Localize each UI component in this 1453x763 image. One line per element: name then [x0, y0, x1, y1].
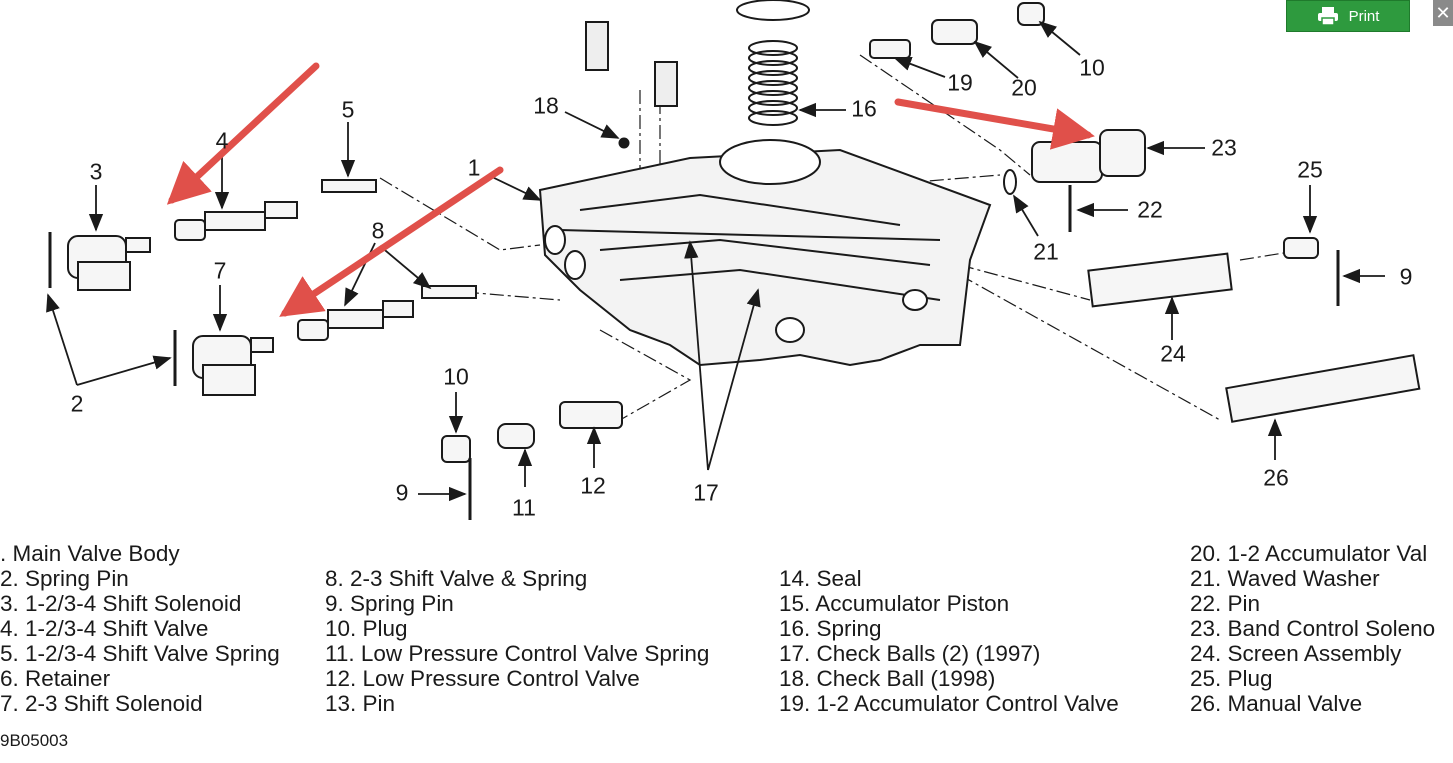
- close-button[interactable]: ✕: [1433, 0, 1453, 26]
- legend-item: 5. 1-2/3-4 Shift Valve Spring: [0, 641, 280, 666]
- legend-item: 13. Pin: [325, 691, 396, 716]
- shift-solenoid-2-3: [192, 335, 274, 396]
- legend-item: 25. Plug: [1190, 666, 1273, 691]
- legend-item: 10. Plug: [325, 616, 408, 641]
- legend-column-4: 20. 1-2 Accumulator Val 21. Waved Washer…: [1190, 541, 1453, 716]
- legend-item: 7. 2-3 Shift Solenoid: [0, 691, 203, 716]
- legend-column-3: 14. Seal 15. Accumulator Piston 16. Spri…: [779, 566, 1119, 716]
- callout-label: 25: [1297, 156, 1323, 183]
- print-button[interactable]: Print: [1286, 0, 1410, 32]
- print-label: Print: [1348, 7, 1380, 25]
- callout-label: 16: [851, 95, 877, 122]
- callout-label: 8: [371, 217, 385, 244]
- close-icon: ✕: [1435, 2, 1451, 23]
- callout-label: 10: [443, 363, 469, 390]
- callout-label: 5: [341, 96, 355, 123]
- legend-item: 2. Spring Pin: [0, 566, 129, 591]
- red-annotation-arrows: [166, 62, 1095, 317]
- legend-item: 21. Waved Washer: [1190, 566, 1380, 591]
- legend-item: 20. 1-2 Accumulator Val: [1190, 541, 1428, 566]
- valve-body-exploded-diagram: [46, 0, 1421, 520]
- legend-item: 24. Screen Assembly: [1190, 641, 1402, 666]
- callout-label: 9: [1399, 263, 1413, 290]
- legend-column-2: 8. 2-3 Shift Valve & Spring 9. Spring Pi…: [325, 566, 709, 716]
- callout-label: 26: [1263, 464, 1289, 491]
- main-valve-body: [538, 139, 992, 367]
- spring-pins: [48, 137, 1340, 520]
- legend-item: 9. Spring Pin: [325, 591, 454, 616]
- callout-label: 2: [70, 390, 84, 417]
- legend-item: 16. Spring: [779, 616, 882, 641]
- callout-label: 9: [395, 479, 409, 506]
- printer-icon: [1317, 7, 1338, 26]
- callout-label: 7: [213, 257, 227, 284]
- legend-item: 12. Low Pressure Control Valve: [325, 666, 640, 691]
- callout-label: 4: [215, 127, 229, 154]
- figure-code: 9B05003: [0, 731, 69, 750]
- shift-valves: [174, 2, 1421, 463]
- leader-arrows: [46, 20, 1385, 502]
- legend-item: 15. Accumulator Piston: [779, 591, 1010, 616]
- legend-item: 18. Check Ball (1998): [779, 666, 996, 691]
- legend-item: 26. Manual Valve: [1190, 691, 1363, 716]
- callout-label: 17: [693, 479, 719, 506]
- callout-label: 11: [512, 494, 536, 521]
- legend-item: 23. Band Control Soleno: [1190, 616, 1436, 641]
- legend-item: 6. Retainer: [0, 666, 111, 691]
- legend-item: 3. 1-2/3-4 Shift Solenoid: [0, 591, 242, 616]
- legend-item: 4. 1-2/3-4 Shift Valve: [0, 616, 209, 641]
- callout-label: 10: [1079, 54, 1105, 81]
- retainer-brackets: [585, 21, 678, 107]
- shift-solenoid-1-2-3-4: [67, 235, 151, 291]
- callout-label: 20: [1011, 74, 1037, 101]
- callout-label: 23: [1211, 134, 1237, 161]
- callout-label: 21: [1033, 238, 1059, 265]
- legend-item: . Main Valve Body: [0, 541, 180, 566]
- legend-item: 17. Check Balls (2) (1997): [779, 641, 1041, 666]
- callout-label: 12: [580, 472, 606, 499]
- callout-label: 22: [1137, 196, 1163, 223]
- legend-column-1: . Main Valve Body 2. Spring Pin 3. 1-2/3…: [0, 541, 280, 716]
- callout-label: 3: [89, 158, 103, 185]
- accumulator-spring: [736, 0, 810, 126]
- callout-label: 1: [467, 154, 481, 181]
- legend-item: 11. Low Pressure Control Valve Spring: [325, 641, 710, 666]
- callout-label: 19: [947, 69, 973, 96]
- callout-label: 18: [533, 92, 559, 119]
- legend-item: 8. 2-3 Shift Valve & Spring: [325, 566, 588, 591]
- legend-item: 19. 1-2 Accumulator Control Valve: [779, 691, 1119, 716]
- legend-item: 22. Pin: [1190, 591, 1261, 616]
- legend-item: 14. Seal: [779, 566, 862, 591]
- callout-label: 24: [1160, 340, 1186, 367]
